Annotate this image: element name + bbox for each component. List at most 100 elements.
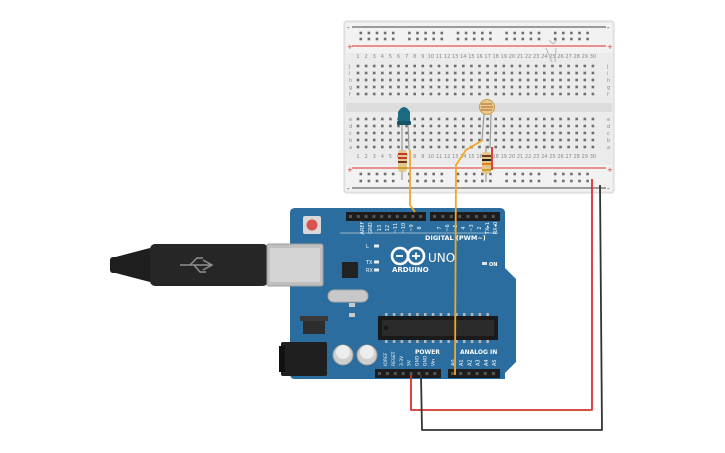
column-number-bottom: 25 — [549, 154, 555, 160]
column-number-top: 14 — [460, 54, 466, 60]
usb-cable-strain-relief — [112, 248, 150, 282]
row-letter: f — [349, 92, 351, 98]
analog-header[interactable] — [448, 369, 500, 378]
header-pin-holes — [349, 215, 495, 375]
column-number-bottom: 14 — [460, 154, 466, 160]
rail-minus-left-top: - — [347, 24, 350, 32]
rail-minus-left-bottom: - — [347, 185, 350, 193]
arduino-logo-text: ARDUINO — [392, 266, 429, 274]
status-led — [374, 268, 379, 272]
resistor-ldr[interactable] — [482, 146, 491, 182]
column-number-bottom: 11 — [436, 154, 442, 160]
capacitor-2-top — [360, 345, 374, 359]
digital-pin-label: 8 — [417, 226, 423, 229]
voltage-regulator — [303, 318, 325, 334]
column-number-top: 28 — [574, 54, 580, 60]
smd-part-2 — [349, 313, 355, 317]
digital-pin-label: AREF — [360, 221, 366, 234]
column-number-top: 17 — [484, 54, 490, 60]
row-letter: h — [349, 78, 352, 84]
photoresistor-component[interactable] — [479, 99, 495, 149]
digital-header-right[interactable] — [430, 212, 500, 221]
crystal-oscillator — [327, 289, 369, 303]
column-number-bottom: 10 — [428, 154, 434, 160]
status-led-label: RX — [366, 268, 373, 274]
column-number-bottom: 16 — [476, 154, 482, 160]
column-number-top: 21 — [517, 54, 523, 60]
column-number-top: 10 — [428, 54, 434, 60]
column-number-bottom: 21 — [517, 154, 523, 160]
column-number-top: 2 — [365, 54, 368, 60]
row-letter: c — [349, 131, 352, 137]
wire-ldr-to-a0[interactable] — [454, 139, 484, 376]
board-model: UNO — [428, 251, 455, 265]
wire-5v-to-rail[interactable] — [410, 179, 593, 411]
column-number-top: 1 — [356, 54, 359, 60]
analog-pin-label: A4 — [484, 359, 490, 366]
power-pin-label: IOREF — [383, 352, 389, 366]
row-letter: j — [348, 64, 350, 70]
reset-button[interactable] — [306, 219, 318, 231]
digital-pin-label: ~3 — [469, 224, 475, 231]
usb-cable-tip — [110, 257, 118, 273]
column-number-bottom: 5 — [389, 154, 392, 160]
column-number-top: 11 — [436, 54, 442, 60]
digital-pin-label: RX◂0 — [493, 222, 499, 235]
regulator-tab — [300, 316, 328, 321]
column-number-top: 27 — [565, 54, 571, 60]
column-number-bottom: 29 — [582, 154, 588, 160]
column-number-top: 19 — [501, 54, 507, 60]
wire-led-to-pin10[interactable] — [409, 150, 416, 213]
column-number-bottom: 19 — [501, 154, 507, 160]
column-number-top: 12 — [444, 54, 450, 60]
dc-power-jack[interactable] — [281, 342, 327, 376]
row-letter: a — [349, 145, 352, 151]
dc-power-jack-face — [279, 346, 285, 372]
atmega-chip — [382, 320, 494, 336]
on-led — [482, 262, 487, 265]
resistor-led[interactable] — [398, 146, 407, 180]
column-number-top: 13 — [452, 54, 458, 60]
power-pin-label: RESET — [391, 351, 397, 366]
atmega-pins — [385, 313, 489, 343]
wire-gnd-to-rail[interactable] — [420, 184, 603, 431]
column-number-top: 29 — [582, 54, 588, 60]
power-pin-label: 3.3V — [399, 355, 405, 366]
column-number-top: 5 — [389, 54, 392, 60]
column-number-top: 8 — [413, 54, 416, 60]
digital-pin-label: GND — [368, 222, 374, 234]
status-led-label: TX — [365, 260, 373, 266]
digital-pin-label: ~9 — [409, 224, 415, 231]
power-pin-label: GND — [423, 355, 429, 366]
digital-pin-label: 7 — [437, 226, 443, 229]
rail-plus-left-top: + — [347, 43, 353, 51]
column-number-top: 15 — [468, 54, 474, 60]
column-number-bottom: 3 — [373, 154, 376, 160]
rail-plus-right-top: + — [607, 43, 613, 51]
power-pin-label: GND — [415, 355, 421, 366]
column-number-top: 25 — [549, 54, 555, 60]
column-number-bottom: 4 — [381, 154, 384, 160]
row-letter: e — [349, 117, 352, 123]
usb-cable[interactable] — [110, 244, 268, 286]
column-number-bottom: 24 — [541, 154, 547, 160]
column-number-bottom: 13 — [452, 154, 458, 160]
column-number-bottom: 28 — [574, 154, 580, 160]
led-component[interactable] — [397, 107, 411, 151]
analog-pin-label: A3 — [476, 359, 482, 366]
column-number-top: 22 — [525, 54, 531, 60]
column-number-top: 4 — [381, 54, 384, 60]
row-letter: b — [607, 138, 610, 144]
row-letter: b — [349, 138, 352, 144]
power-header[interactable] — [375, 369, 441, 378]
digital-pin-label: ~6 — [445, 224, 451, 231]
breadboard-holes — [356, 31, 595, 183]
photoresistor-leg-right — [489, 113, 492, 149]
column-number-bottom: 23 — [533, 154, 539, 160]
row-letter: c — [607, 131, 610, 137]
digital-header-left[interactable] — [346, 212, 426, 221]
